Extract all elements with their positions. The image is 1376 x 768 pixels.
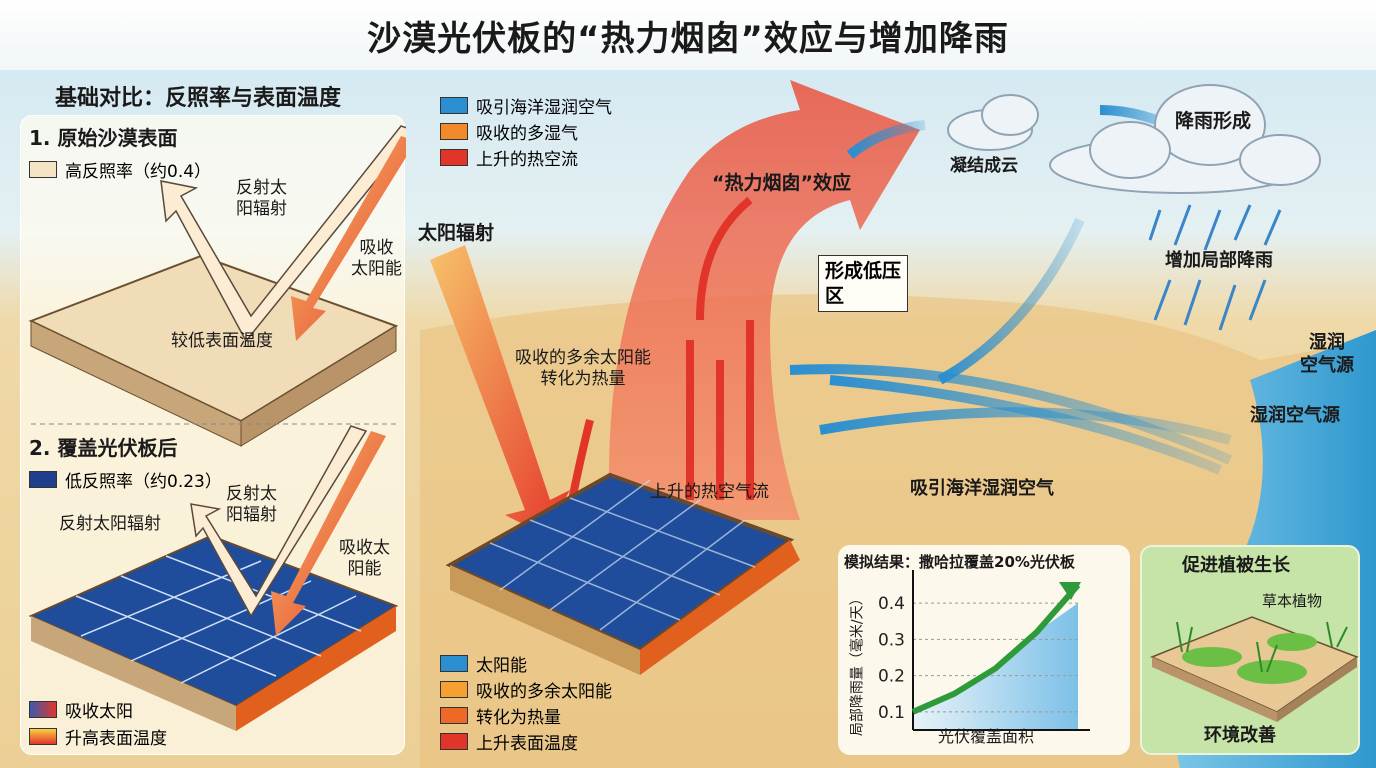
vegetation-panel: 促进植被生长 草本植物 环境改善 [1140,545,1360,755]
y-tick-label: 0.1 [878,703,905,723]
section1-title: 1. 原始沙漠表面 [29,126,178,150]
reflect-label-3: 反射太阳辐射 [59,514,161,534]
simulation-chart-panel: 模拟结果：撒哈拉覆盖20%光伏板 0.1 0.2 0.3 0.4 局部降雨量（毫米/天… [838,545,1130,755]
y-tick-label: 0.3 [878,630,905,650]
comparison-panel: 1. 原始沙漠表面 高反照率（约0.4） 反射太阳辐射 吸收太阳能 较低表面温度… [20,115,406,755]
legend-label: 升高表面温度 [65,728,167,749]
reflect-label-2: 反射太阳辐射 [226,484,277,526]
cloud-icon [947,84,1321,194]
bottom-legend: 太阳能 吸收的多余太阳能 转化为热量 上升表面温度 [440,650,612,754]
section2-title: 2. 覆盖光伏板后 [29,436,178,460]
reflect-label: 反射太阳辐射 [236,178,287,220]
rising-air-label: 上升的热空气流 [650,482,769,502]
left-heading: 基础对比：反照率与表面温度 [55,86,342,111]
chart-xlabel: 光伏覆盖面积 [938,727,1035,746]
surface-temp-label: 较低表面温度 [171,331,273,351]
legend-item: 吸收的多余太阳能 [440,676,612,702]
legend-absorb: 吸收太阳 [29,696,133,722]
low-pressure-box: 形成低压区 [818,255,909,313]
absorb-arrow [291,136,406,341]
legend-swatch [29,727,57,745]
rain-formation-label: 降雨形成 [1175,110,1252,132]
y-tick-label: 0.2 [878,667,905,687]
y-tick-label: 0.4 [878,594,905,614]
solar-radiation-label: 太阳辐射 [418,222,495,244]
page-title: 沙漠光伏板的“热力烟囱”效应与增加降雨 [367,18,1009,59]
legend-item: 太阳能 [440,650,612,676]
reflect-arrow [160,125,406,343]
comparison-illustration [28,125,406,731]
chart-ylabel: 局部降雨量（毫米/天） [849,591,866,737]
legend-swatch [29,160,57,178]
legend-swatch [29,700,57,718]
environment-label: 环境改善 [1204,725,1276,746]
legend-swatch [29,470,57,488]
legend-label: 高反照率（约0.4） [65,161,212,182]
vegetation-title: 促进植被生长 [1182,555,1290,576]
title-bar: 沙漠光伏板的“热力烟囱”效应与增加降雨 [0,0,1376,70]
legend-item: 上升表面温度 [440,728,612,754]
section2-legend: 低反照率（约0.23） [29,466,222,492]
chimney-label: “热力烟囱”效应 [712,172,851,194]
plant-label: 草本植物 [1262,592,1323,610]
arrow-head [1059,582,1081,600]
rainfall-line [911,583,1081,715]
moist-air-arrows [789,105,1232,475]
legend-item: 转化为热量 [440,702,612,728]
legend-item: 吸引海洋湿润空气 [440,92,612,118]
legend-item: 上升的热空流 [440,144,612,170]
chart-title: 模拟结果：撒哈拉覆盖20%光伏板 [844,553,1075,571]
legend-heat: 升高表面温度 [29,723,167,749]
moist-source-label-1: 湿润空气源 [1300,332,1354,376]
condense-label: 凝结成云 [950,156,1018,176]
legend-label: 吸收太阳 [65,701,133,722]
absorb-label-2: 吸收太阳能 [339,538,390,580]
legend-label: 低反照率（约0.23） [65,471,222,492]
rainfall-chart: 0.1 0.2 0.3 0.4 [878,570,1090,731]
solar-radiation-arrow [430,245,570,535]
rain-increase-label: 增加局部降雨 [1165,250,1273,271]
vegetation-illustration [1150,616,1359,722]
rising-arrows [566,196,754,511]
section1-legend: 高反照率（约0.4） [29,156,211,182]
excess-energy-label: 吸收的多余太阳能转化为热量 [515,348,651,390]
rain-icon [1148,204,1282,331]
moist-source-label-2: 湿润空气源 [1250,405,1340,426]
attract-moist-air-label: 吸引海洋湿润空气 [910,478,1054,499]
absorb-label: 吸收太阳能 [351,238,402,280]
top-legend: 吸引海洋湿润空气 吸收的多湿气 上升的热空流 [440,92,612,170]
legend-item: 吸收的多湿气 [440,118,612,144]
